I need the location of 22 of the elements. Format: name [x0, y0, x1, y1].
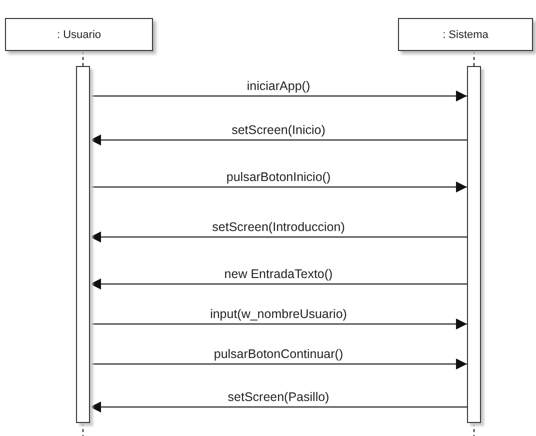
activation-bar — [76, 66, 90, 423]
activation-bar — [467, 66, 481, 423]
message-label: iniciarApp() — [246, 79, 312, 93]
message-label: new EntradaTexto() — [223, 267, 334, 281]
message-arrow — [90, 232, 468, 242]
message-arrow — [90, 278, 468, 290]
message-label: setScreen(Introduccion) — [211, 220, 346, 234]
message-arrow — [90, 90, 468, 102]
message-label: setScreen(Inicio) — [230, 123, 326, 137]
message-label: input(w_nombreUsuario) — [209, 307, 348, 321]
message-arrow — [90, 358, 468, 370]
message-arrow — [90, 402, 468, 412]
message-label: pulsarBotonContinuar() — [212, 347, 344, 361]
message-arrow — [90, 134, 468, 146]
lifeline-header: : Sistema — [398, 18, 533, 51]
message-label: pulsarBotonInicio() — [225, 170, 332, 184]
lifeline — [82, 422, 84, 436]
message-arrow — [90, 182, 468, 192]
message-label: setScreen(Pasillo) — [226, 390, 330, 404]
lifeline-header: : Usuario — [5, 18, 153, 51]
message-arrow — [90, 318, 468, 330]
lifeline — [82, 50, 84, 66]
